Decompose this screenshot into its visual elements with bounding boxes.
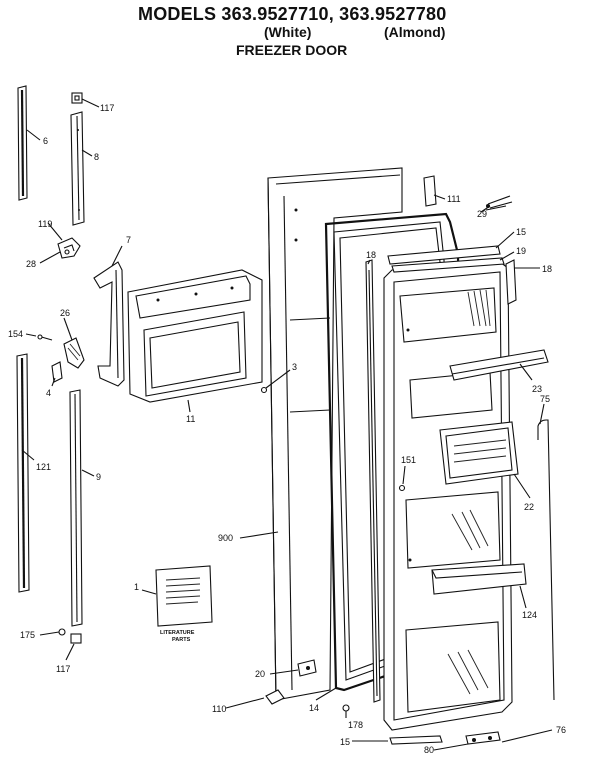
part-29-wire-harness <box>485 195 513 211</box>
part-175-screw <box>58 628 66 636</box>
inner-door-liner <box>383 261 513 731</box>
callout-4: 4 <box>46 388 51 398</box>
part-124-shelf <box>431 563 527 595</box>
callout-175: 175 <box>20 630 35 640</box>
callout-14: 14 <box>309 703 319 713</box>
callout-15: 15 <box>340 737 350 747</box>
callout-80: 80 <box>424 745 434 755</box>
part-7-handle <box>93 261 125 387</box>
callout-154: 154 <box>8 329 23 339</box>
part-23-bar <box>449 349 549 381</box>
callout-1: 1 <box>134 582 139 592</box>
callout-178: 178 <box>348 720 363 730</box>
diagram-subtitle: FREEZER DOOR <box>236 42 348 58</box>
callout-9: 9 <box>96 472 101 482</box>
callout-23: 23 <box>532 384 542 394</box>
callout-29: 29 <box>477 209 487 219</box>
part-15-top-bar <box>387 245 501 265</box>
callout-111: 111 <box>447 194 461 204</box>
callout-121: 121 <box>36 462 51 472</box>
part-111-clip <box>423 175 437 207</box>
callout-22: 22 <box>524 502 534 512</box>
callout-110: 110 <box>212 704 226 714</box>
diagram-title: MODELS 363.9527710, 363.9527780 <box>138 4 447 24</box>
literature-card-line2: PARTS <box>172 637 191 643</box>
callout-117: 117 <box>100 103 114 113</box>
callout-15: 15 <box>516 227 526 237</box>
part-15-bottom-bar <box>389 735 443 745</box>
literature-card-line1: LITERATURE <box>160 630 195 636</box>
callout-151: 151 <box>401 455 416 465</box>
part-154-screw <box>37 334 53 341</box>
part-178-screw <box>342 704 350 712</box>
callout-119: 119 <box>38 219 52 229</box>
callout-124: 124 <box>522 610 537 620</box>
part-75-tube <box>537 419 555 701</box>
part-119-hinge-bracket <box>57 237 81 259</box>
part-4-spacer <box>51 361 63 383</box>
part-20-hinge-pin <box>297 659 317 677</box>
part-19-strip <box>391 257 505 273</box>
callout-28: 28 <box>26 259 36 269</box>
callout-117: 117 <box>56 664 70 674</box>
part-3-screw <box>260 386 268 394</box>
callout-6: 6 <box>43 136 48 146</box>
callout-26: 26 <box>60 308 70 318</box>
variant-almond: (Almond) <box>384 24 446 40</box>
part-117-bottom-cap <box>70 633 82 644</box>
callout-7: 7 <box>126 235 131 245</box>
callout-18: 18 <box>366 250 376 260</box>
part-9-channel <box>69 389 83 627</box>
part-18-rail-left <box>365 259 381 703</box>
part-151-screw <box>398 484 406 492</box>
variant-white: (White) <box>264 24 312 40</box>
callout-75: 75 <box>540 394 550 404</box>
part-110-plug <box>265 689 285 705</box>
callout-19: 19 <box>516 246 526 256</box>
part-18-rail-right <box>505 259 517 305</box>
callout-76: 76 <box>556 725 566 735</box>
part-11-inner-panel <box>127 269 263 403</box>
part-26-latch <box>63 337 85 369</box>
part-1-literature-card <box>155 565 213 627</box>
callout-11: 11 <box>186 414 195 424</box>
callout-3: 3 <box>292 362 297 372</box>
leader-lines <box>21 98 553 751</box>
callout-labels: 1176811928726154431112191112915191818237… <box>8 103 566 755</box>
part-117-top-cap <box>71 92 83 104</box>
part-8-channel <box>70 111 85 226</box>
callout-18: 18 <box>542 264 552 274</box>
part-22-cover <box>439 421 519 485</box>
callout-8: 8 <box>94 152 99 162</box>
part-6-trim-strip <box>17 85 28 201</box>
callout-20: 20 <box>255 669 265 679</box>
callout-900: 900 <box>218 533 233 543</box>
part-121-trim-strip <box>16 353 30 593</box>
part-80-bracket <box>465 731 501 745</box>
